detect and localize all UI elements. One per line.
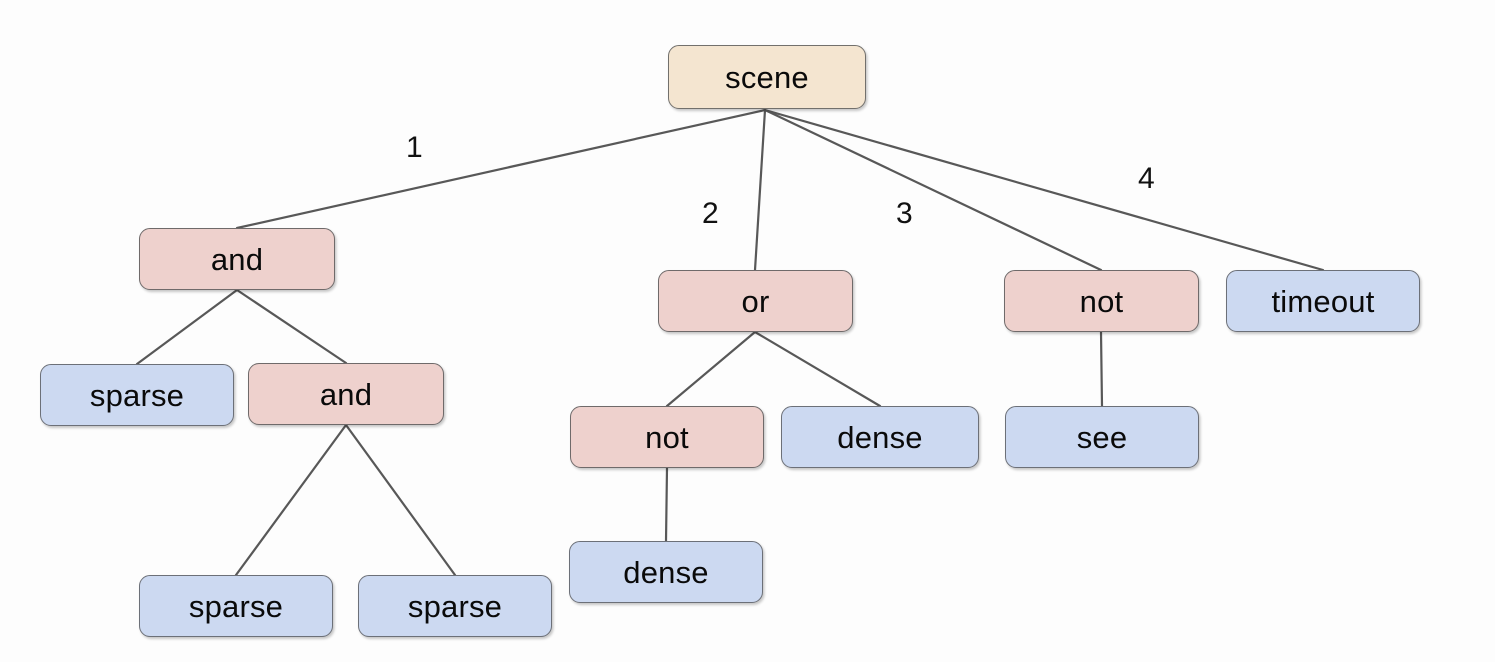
- edge-or1-to-not2: [665, 330, 757, 408]
- tree-node-label: not: [1079, 283, 1124, 319]
- edge-label-1: 1: [406, 131, 423, 164]
- tree-node-sparse3[interactable]: sparse: [358, 575, 552, 637]
- edge-or1-to-dense1: [753, 330, 882, 408]
- edge-scene-to-timeout: [763, 108, 1325, 272]
- tree-node-label: sparse: [407, 588, 503, 624]
- edge-not1-to-see: [1099, 330, 1104, 408]
- tree-node-see[interactable]: see: [1005, 406, 1199, 468]
- tree-node-label: see: [1076, 419, 1128, 455]
- tree-node-label: sparse: [89, 377, 185, 413]
- edge-and1-to-and2: [235, 288, 348, 365]
- tree-node-dense1[interactable]: dense: [781, 406, 979, 468]
- edge-scene-to-not1: [763, 108, 1103, 272]
- edge-scene-to-or1: [753, 108, 767, 272]
- tree-node-and2[interactable]: and: [248, 363, 444, 425]
- tree-node-or1[interactable]: or: [658, 270, 853, 332]
- tree-node-sparse1[interactable]: sparse: [40, 364, 234, 426]
- tree-node-label: and: [210, 241, 264, 277]
- edge-label-2: 2: [702, 197, 719, 230]
- tree-node-and1[interactable]: and: [139, 228, 335, 290]
- tree-node-dense2[interactable]: dense: [569, 541, 763, 603]
- tree-node-label: sparse: [188, 588, 284, 624]
- tree-node-not1[interactable]: not: [1004, 270, 1199, 332]
- tree-node-scene[interactable]: scene: [668, 45, 866, 109]
- tree-node-label: timeout: [1271, 283, 1375, 319]
- tree-node-label: not: [645, 419, 689, 455]
- tree-node-timeout[interactable]: timeout: [1226, 270, 1420, 332]
- edge-and1-to-sparse1: [135, 288, 239, 366]
- tree-node-not2[interactable]: not: [570, 406, 764, 468]
- tree-node-label: dense: [623, 554, 709, 590]
- tree-node-label: dense: [837, 419, 923, 455]
- edge-and2-to-sparse2: [234, 423, 348, 577]
- edge-not2-to-dense2: [664, 466, 669, 543]
- edge-label-4: 4: [1138, 162, 1155, 195]
- tree-node-label: and: [319, 376, 373, 412]
- tree-node-label: scene: [725, 59, 809, 95]
- tree-node-label: or: [741, 283, 770, 319]
- tree-node-sparse2[interactable]: sparse: [139, 575, 333, 637]
- edge-and2-to-sparse3: [344, 423, 457, 577]
- edge-scene-to-and1: [235, 108, 767, 230]
- edge-label-3: 3: [896, 197, 913, 230]
